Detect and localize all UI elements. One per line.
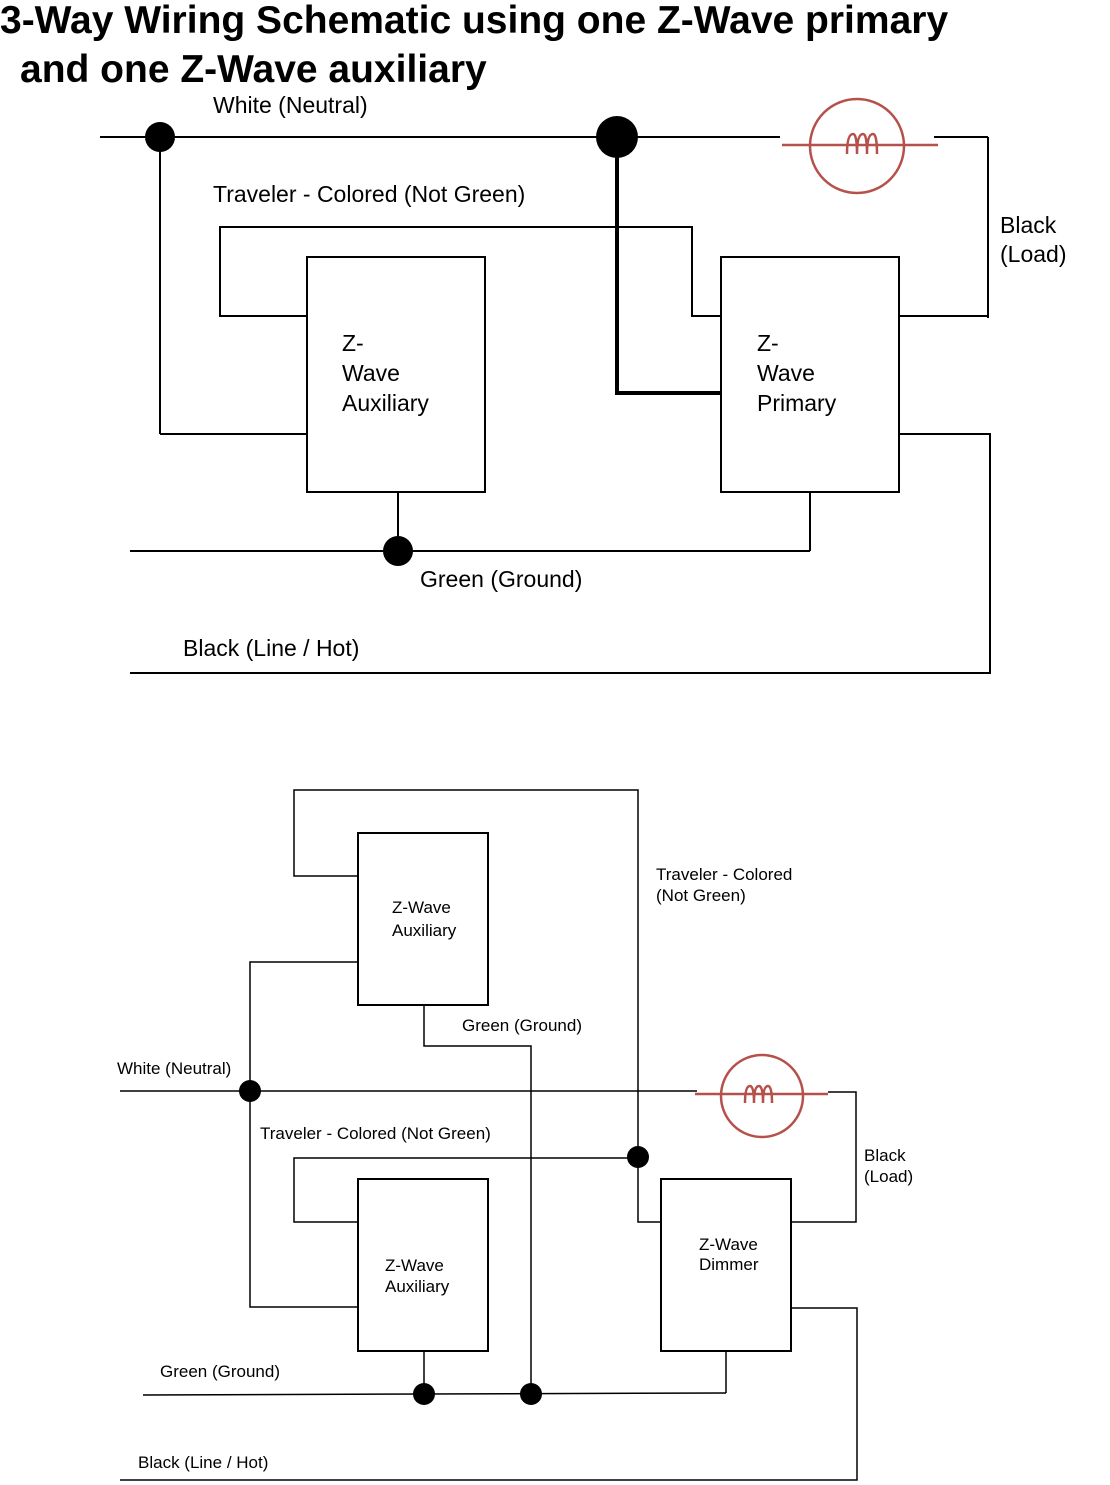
junction-dot — [520, 1383, 542, 1405]
traveler-label: Traveler - Colored (Not Green) — [213, 181, 525, 207]
neutral-wire — [120, 961, 697, 1308]
junction-dot — [596, 116, 638, 158]
junction-dot — [145, 122, 175, 152]
light-bulb-icon — [695, 1053, 828, 1139]
aux-switch-label: Z- Wave Auxiliary — [342, 330, 429, 416]
ground-wire — [130, 492, 811, 552]
title-line-2: and one Z-Wave auxiliary — [20, 48, 487, 91]
load-wire — [898, 136, 989, 318]
load-wire — [791, 1091, 857, 1223]
aux-top-switch-box — [357, 832, 489, 1006]
ground-top-wire — [423, 1005, 532, 1393]
diagram-1: White (Neutral) Traveler - Colored (Not … — [100, 92, 1066, 674]
title-line-1: 3-Way Wiring Schematic using one Z-Wave … — [0, 0, 949, 42]
junction-dot — [627, 1146, 649, 1168]
primary-switch-box — [720, 256, 900, 493]
traveler-wire — [293, 1157, 638, 1223]
line-hot-label: Black (Line / Hot) — [138, 1453, 268, 1472]
load-label: Black (Load) — [1000, 212, 1066, 267]
aux-top-switch-label: Z-Wave Auxiliary — [392, 898, 457, 940]
line-hot-wire — [130, 433, 991, 674]
junction-dot — [239, 1080, 261, 1102]
traveler-label: Traveler - Colored (Not Green) — [260, 1124, 491, 1143]
line-hot-label: Black (Line / Hot) — [183, 635, 359, 661]
dimmer-switch-label: Z-Wave Dimmer — [699, 1235, 763, 1274]
traveler-wire — [219, 226, 722, 317]
traveler-top-label: Traveler - Colored (Not Green) — [656, 865, 797, 905]
ground-label: Green (Ground) — [160, 1362, 280, 1381]
neutral-label: White (Neutral) — [117, 1059, 231, 1078]
aux-switch-box — [306, 256, 486, 493]
ground-label: Green (Ground) — [420, 566, 582, 592]
primary-switch-label: Z- Wave Primary — [757, 330, 837, 416]
light-bulb-icon — [782, 97, 938, 195]
traveler-top-wire — [293, 789, 661, 1223]
neutral-wire — [100, 136, 780, 435]
aux-bottom-switch-box — [357, 1178, 489, 1352]
dimmer-switch-box — [660, 1178, 792, 1352]
junction-dot — [413, 1383, 435, 1405]
aux-bottom-switch-label: Z-Wave Auxiliary — [385, 1256, 450, 1296]
junction-dot — [383, 536, 413, 566]
load-label: Black (Load) — [864, 1146, 913, 1186]
primary-neutral-wire — [615, 137, 722, 395]
neutral-label: White (Neutral) — [213, 92, 368, 118]
line-hot-wire — [120, 1307, 858, 1481]
ground-top-label: Green (Ground) — [462, 1016, 582, 1035]
diagram-2: Traveler - Colored (Not Green) Z-Wave Au… — [117, 789, 913, 1481]
page-title: 3-Way Wiring Schematic using one Z-Wave … — [0, 0, 1110, 94]
